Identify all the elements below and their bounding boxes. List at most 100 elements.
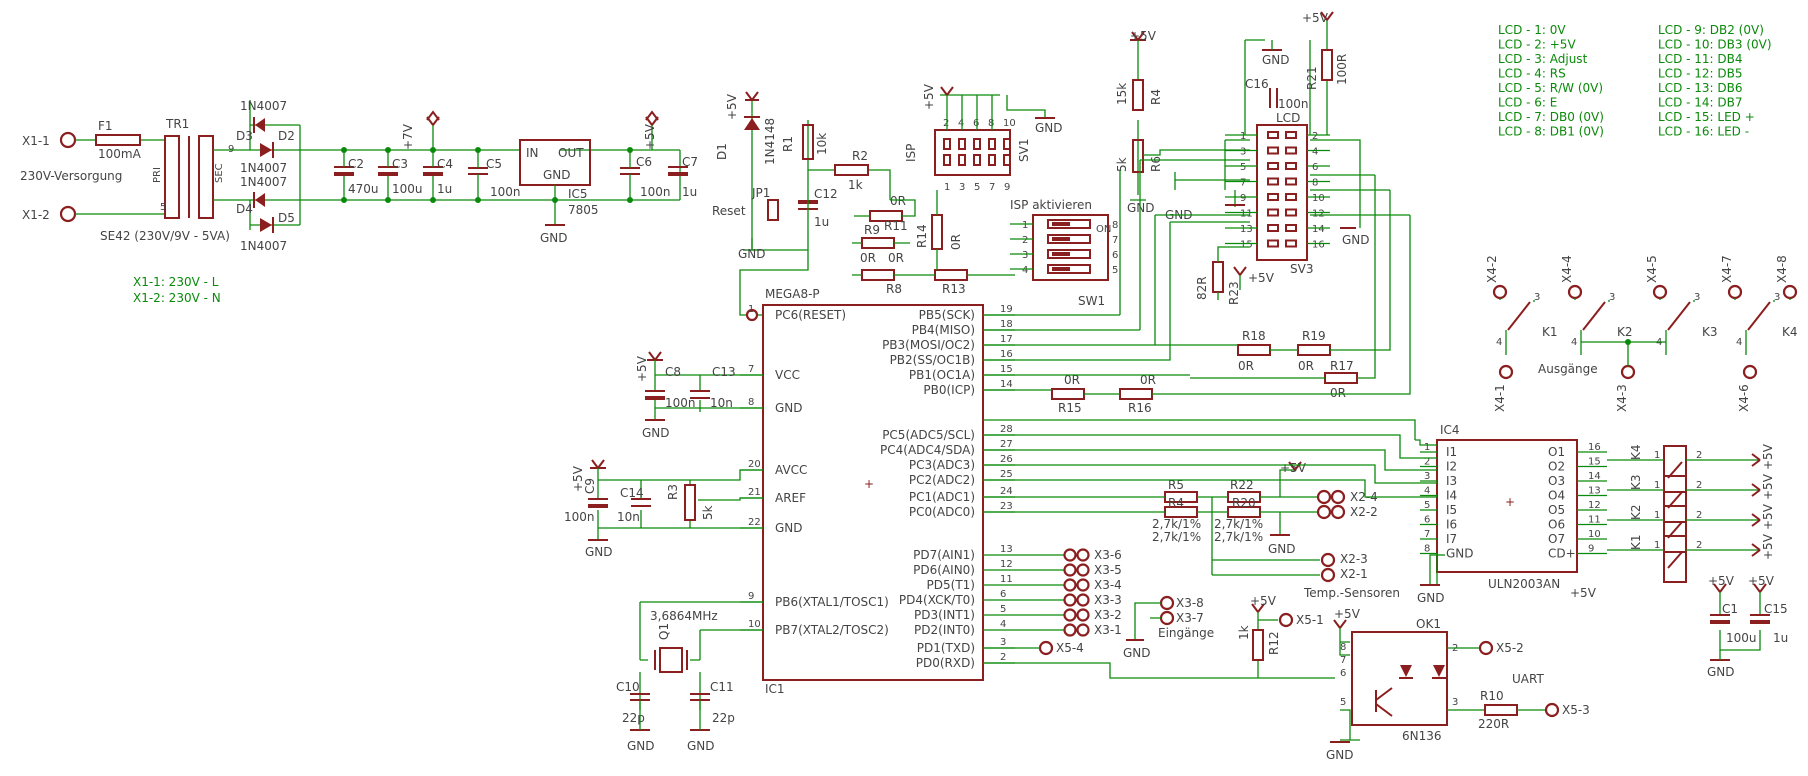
terminal-x4-8[interactable] xyxy=(1782,284,1798,300)
terminal-x3-5[interactable] xyxy=(1063,563,1077,577)
terminal-x1-2[interactable] xyxy=(59,205,77,223)
mcu-pin-label: PB7(XTAL2/TOSC2) xyxy=(775,623,889,637)
sv3-pin-right: 8 xyxy=(1312,178,1318,189)
sw1-lever[interactable] xyxy=(1047,264,1091,274)
terminal-x5-2[interactable] xyxy=(1478,640,1494,656)
terminal-x4-6[interactable] xyxy=(1742,364,1758,380)
terminal-x2-3[interactable] xyxy=(1320,552,1336,568)
label-f1-val: 100mA xyxy=(98,147,142,161)
terminal-x4-2[interactable] xyxy=(1492,284,1508,300)
lcd-section: +5V 15k R4 5k R6 GND GND +5V R21 100R C1… xyxy=(1115,11,1772,305)
terminal-x3-6[interactable] xyxy=(1063,548,1077,562)
mcu-pin-label: PB3(MOSI/OC2) xyxy=(882,338,975,352)
terminal-x3-7[interactable] xyxy=(1159,610,1175,626)
mcu-pin-label: PC0(ADC0) xyxy=(909,505,975,519)
label-c7: C7 xyxy=(682,155,698,169)
label-jp1: JP1 xyxy=(751,186,770,200)
sv3-pin xyxy=(1285,193,1297,201)
terminal-x4-5[interactable] xyxy=(1652,284,1668,300)
resistor-r17 xyxy=(1324,372,1358,384)
terminal-x5-1[interactable] xyxy=(1278,612,1294,628)
sv1-pin-top: 10 xyxy=(1003,118,1016,129)
mcu-pin-label: PD6(AIN0) xyxy=(913,563,975,577)
mcu-pin-num: 27 xyxy=(1000,439,1013,450)
label-c16-val: 100n xyxy=(1278,97,1309,111)
terminal-x3-8[interactable] xyxy=(1159,595,1175,611)
pot-r3[interactable] xyxy=(684,484,696,521)
sw1-lever[interactable] xyxy=(1047,219,1091,229)
label-c8: C8 xyxy=(665,365,681,379)
mcu-pin-num: 6 xyxy=(1000,589,1006,600)
gnd-c1: GND xyxy=(1707,665,1735,679)
relay-coil-k4 xyxy=(1663,445,1687,493)
terminal-x1-1[interactable] xyxy=(59,131,77,149)
terminal-ring xyxy=(1076,563,1090,577)
terminal-x2-1[interactable] xyxy=(1320,567,1336,583)
sv1-pin-bot: 9 xyxy=(1004,182,1010,193)
sv1-pin-top: 4 xyxy=(958,118,964,129)
sw1-pin-right: 6 xyxy=(1112,250,1118,261)
mcu-pin-num: 16 xyxy=(1000,349,1013,360)
sw1-knob xyxy=(1052,252,1070,256)
uln-pin-left: 2 xyxy=(1424,457,1430,468)
uln-pin-right: 10 xyxy=(1588,529,1601,540)
terminal-x4-7[interactable] xyxy=(1727,284,1743,300)
relay-pin: 2 xyxy=(1696,540,1702,551)
terminal-x2-4[interactable] xyxy=(1330,489,1346,505)
label-r9: R9 xyxy=(864,223,880,237)
resistor-r15 xyxy=(1051,388,1085,400)
label-5v-coil: +5V xyxy=(1761,503,1775,530)
gnd-c10: GND xyxy=(627,739,655,753)
terminal-x5-3[interactable] xyxy=(1544,702,1560,718)
mcu-pin-label: PB5(SCK) xyxy=(919,308,975,322)
sw1-lever[interactable] xyxy=(1047,249,1091,259)
mcu-pin-label: PC3(ADC3) xyxy=(909,458,975,472)
diode-d2 xyxy=(260,142,274,158)
terminal-x4-4[interactable] xyxy=(1567,284,1583,300)
mcu-pin-num: 4 xyxy=(1000,619,1006,630)
pinmap-right-item: LCD - 13: DB6 xyxy=(1658,81,1743,95)
sv1-pin xyxy=(943,138,951,150)
label-r2: R2 xyxy=(852,149,868,163)
uln-pin-left: 7 xyxy=(1424,529,1430,540)
ic1-mega8 xyxy=(762,304,984,681)
sv3-pin-left: 3 xyxy=(1240,147,1246,158)
crystal-q1 xyxy=(659,647,683,673)
terminal-x3-3[interactable] xyxy=(1063,593,1077,607)
sv1-pin xyxy=(973,138,981,150)
terminal-x3-4[interactable] xyxy=(1063,578,1077,592)
sv3-pin xyxy=(1267,208,1279,217)
label-x4-4: X4-4 xyxy=(1560,255,1574,283)
terminal-x3-2[interactable] xyxy=(1063,608,1077,622)
terminal-x4-1[interactable] xyxy=(1498,364,1514,380)
terminal-x2-2[interactable] xyxy=(1330,504,1346,520)
label-c4: C4 xyxy=(437,157,453,171)
sv3-pin-left: 15 xyxy=(1240,240,1253,251)
pot-r6[interactable] xyxy=(1132,139,1144,173)
gnd-reset: GND xyxy=(738,247,766,261)
uln-out-label: O1 xyxy=(1548,445,1565,459)
label-x3-3: X3-3 xyxy=(1094,593,1122,607)
label-c1: C1 xyxy=(1722,602,1738,616)
mcu-pin-label: PD7(AIN1) xyxy=(913,548,975,562)
terminal-x5-4[interactable] xyxy=(1038,640,1054,656)
mcu-pin-num: 23 xyxy=(1000,501,1013,512)
label-5v-coil: +5V xyxy=(1761,443,1775,470)
jumper-jp1[interactable] xyxy=(767,199,779,221)
tr-pin5: 5 xyxy=(160,202,166,213)
sv3-pin-left: 9 xyxy=(1240,193,1246,204)
gnd-x3: GND xyxy=(1123,646,1151,660)
label-r12: R12 xyxy=(1267,631,1281,655)
label-ok1-val: 6N136 xyxy=(1402,729,1442,743)
switch-sw1[interactable] xyxy=(1032,214,1109,281)
sv1-pin xyxy=(943,154,951,166)
cap-c5 xyxy=(468,150,488,200)
terminal-x3-1[interactable] xyxy=(1063,623,1077,637)
sw1-lever[interactable] xyxy=(1047,234,1091,244)
diode-d4 xyxy=(253,192,265,208)
uln-in-label: I3 xyxy=(1446,474,1457,488)
terminal-x4-3[interactable] xyxy=(1620,364,1636,380)
relay-pin: 1 xyxy=(1654,480,1660,491)
ic5-gnd: GND xyxy=(543,168,571,182)
